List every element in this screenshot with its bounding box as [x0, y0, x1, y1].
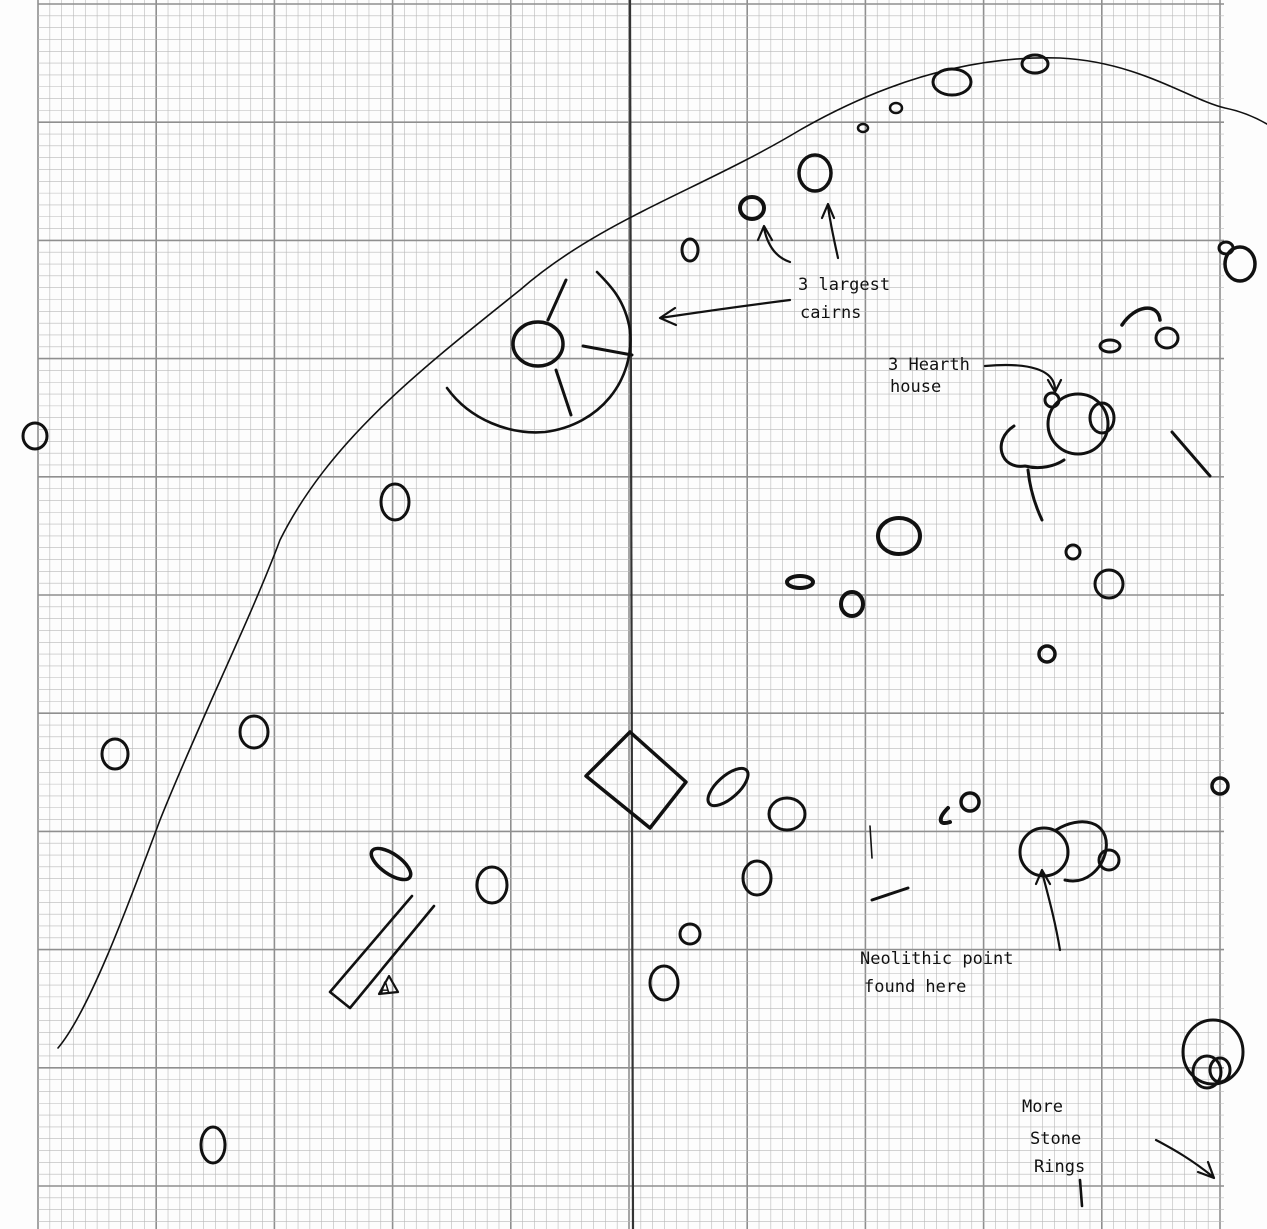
tick-mark	[1078, 1178, 1084, 1208]
cairn-ring	[738, 195, 766, 221]
stone-ring	[199, 1125, 227, 1165]
cairn-ring	[931, 67, 973, 97]
stone-ring	[379, 482, 411, 522]
cairns-arrow	[658, 298, 792, 327]
stone-ring	[1223, 245, 1257, 283]
rings-label-line3: Rings	[1034, 1157, 1085, 1177]
stone-arc	[938, 806, 952, 825]
hearth-label-line2: house	[890, 377, 941, 397]
neolithic-find-rings	[1018, 820, 1121, 952]
stone-ring	[876, 516, 922, 556]
survey-mark	[869, 825, 873, 859]
stone-ring	[369, 846, 413, 882]
stone-ring	[238, 714, 270, 750]
stone-ring	[1210, 776, 1230, 796]
stone-ring	[741, 859, 773, 897]
stone-ring	[1154, 326, 1180, 350]
stone-ring	[1217, 240, 1235, 256]
stone-ring	[839, 590, 865, 618]
cairn-ring	[856, 122, 870, 134]
stone-ring	[767, 796, 807, 832]
terrain-edge-line	[57, 57, 1267, 1049]
trench-marker-label: A	[380, 979, 390, 999]
stone-ring	[785, 574, 815, 590]
stone-ring-cluster	[1181, 1018, 1245, 1090]
grid-center-axis	[628, 0, 635, 1229]
hearth-house	[983, 363, 1212, 522]
stone-ring	[1098, 338, 1122, 354]
rings-label-line2: Stone	[1030, 1129, 1081, 1149]
cairn-ring	[1020, 53, 1050, 75]
stone-ring	[1037, 644, 1057, 664]
stone-ring	[678, 922, 702, 946]
hearth-label-line1: 3 Hearth	[888, 355, 970, 375]
neolithic-label-line2: found here	[864, 977, 966, 997]
rectangular-structure	[584, 730, 688, 830]
cairns-label-line1: 3 largest	[798, 275, 890, 295]
neolithic-label-line1: Neolithic point	[860, 949, 1014, 969]
cairn-ring	[797, 153, 833, 193]
more-rings-arrow	[1154, 1138, 1216, 1180]
stone-ring	[1064, 543, 1082, 561]
cairns-label-line2: cairns	[800, 303, 861, 323]
cairn-ring	[680, 237, 700, 263]
excavation-trench: A	[328, 894, 436, 1010]
cairns-arrow	[756, 224, 792, 264]
stone-ring	[648, 964, 680, 1002]
stone-ring	[706, 766, 750, 808]
stone-ring	[1093, 568, 1125, 600]
large-cairn-ring	[445, 270, 634, 434]
stone-ring	[100, 737, 130, 771]
cairns-arrow	[820, 202, 840, 260]
hut-wall-arc	[1120, 306, 1162, 327]
stone-ring	[21, 421, 49, 451]
rings-label-line1: More	[1022, 1097, 1063, 1117]
stone-ring	[475, 865, 509, 905]
stone-ring	[959, 791, 981, 813]
stone-line	[870, 886, 910, 902]
cairn-ring	[888, 101, 904, 115]
